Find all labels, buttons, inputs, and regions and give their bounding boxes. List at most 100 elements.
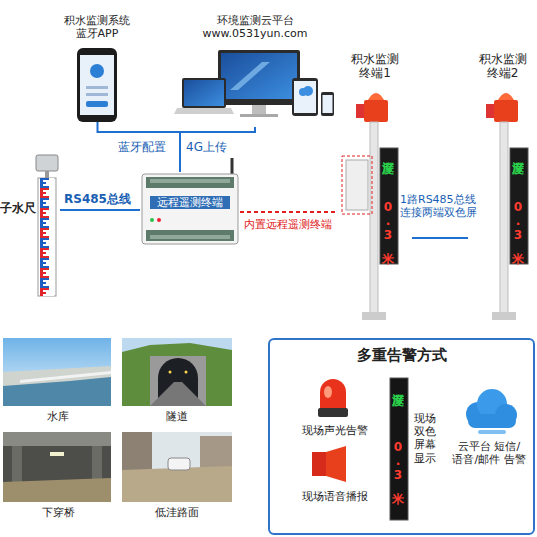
cloud-icon <box>478 430 506 434</box>
flooded-road-photo <box>122 432 232 502</box>
cloud-icon <box>468 414 516 428</box>
cloud-devices-illustration <box>230 62 270 90</box>
monitor-terminal-node: 积水监测 终端1 <box>338 52 412 324</box>
terminal-pole-illustration <box>342 93 398 320</box>
alarm-method-box: 现场语音播报 <box>290 444 380 506</box>
speaker-icon <box>312 446 346 482</box>
node-text: 下穿桥 <box>3 506 113 519</box>
cloud-devices-illustration <box>221 53 297 99</box>
node-text: 积水监测 终端1 <box>338 52 412 81</box>
cloud-devices-illustration <box>303 86 313 96</box>
phone-illustration <box>77 48 117 122</box>
edge-label: 4G上传 <box>186 140 242 154</box>
terminal-pole-illustration <box>492 312 516 320</box>
node-text: 子水尺 <box>0 201 36 215</box>
phone-illustration <box>77 48 117 122</box>
edge-label: 蓝牙配置 <box>118 140 178 154</box>
tunnel-photo <box>122 343 232 406</box>
monitor-terminal-node: 积水监测 终端2 <box>468 52 537 324</box>
flooded-road-photo <box>122 432 232 502</box>
terminal-pole-illustration <box>380 148 398 264</box>
water-gauge-illustration <box>40 178 54 296</box>
connector-line <box>60 209 140 211</box>
led-screen-icon <box>390 378 408 520</box>
node-text: 现场声光告警 <box>290 424 380 437</box>
flooded-road-photo <box>168 458 190 470</box>
terminal-pole-illustration <box>362 312 386 320</box>
cloud-devices-illustration <box>323 95 333 113</box>
water-gauge-illustration <box>36 155 58 296</box>
edge-label: RS485总线 <box>64 192 140 206</box>
phone-illustration <box>86 93 108 96</box>
led-screen-icon <box>390 378 408 520</box>
terminal-pole-illustration <box>498 93 514 100</box>
reservoir-photo <box>3 338 111 406</box>
terminal-pole-illustration <box>346 160 368 210</box>
terminal-pole-illustration <box>342 156 372 214</box>
screen-reading: 0.3米 <box>382 200 394 242</box>
beacon-icon <box>318 379 348 417</box>
phone-illustration <box>86 86 108 89</box>
alarm-method-box: 现场声光告警 <box>290 378 380 440</box>
connector-line <box>98 122 181 172</box>
scene-photo-node: 下穿桥 <box>3 432 113 524</box>
node-text: 积水监测 终端2 <box>468 52 537 81</box>
speaker-icon <box>312 452 326 476</box>
tunnel-photo <box>122 338 232 406</box>
connector-line <box>180 127 255 172</box>
connector-line <box>240 211 338 213</box>
node-text: 环境监测云平台 www.0531yun.com <box>195 14 315 40</box>
edge-label: 1路RS485总线 连接两端双色屏 <box>400 193 484 219</box>
telemetry-unit-illustration <box>146 177 234 188</box>
telemetry-unit-illustration <box>146 230 234 241</box>
beacon-icon <box>318 408 348 417</box>
underpass-photo <box>12 446 22 486</box>
telemetry-unit-illustration <box>150 218 154 222</box>
cloud-devices-illustration <box>174 108 234 114</box>
screen-reading: 0.3米 <box>392 440 404 482</box>
cloud-devices-illustration <box>218 50 300 105</box>
tunnel-photo <box>122 338 232 406</box>
cloud-devices-illustration <box>182 78 226 108</box>
cloud-icon <box>466 389 517 434</box>
screen-reading: 0.3米 <box>512 200 524 242</box>
node-text: 水库 <box>3 410 113 423</box>
flooded-road-photo <box>122 432 152 472</box>
tunnel-photo <box>169 371 172 374</box>
node-text: 多重告警方式 <box>270 346 533 364</box>
telemetry-unit-illustration <box>150 235 230 239</box>
telemetry-unit-illustration <box>142 158 238 244</box>
reservoir-photo <box>3 377 111 406</box>
node-text: 隧道 <box>122 410 232 423</box>
app-node: 积水监测系统 蓝牙APP <box>50 14 145 122</box>
node-text: 云平台 短信/语音/邮件 告警 <box>446 440 532 466</box>
phone-illustration <box>86 101 108 107</box>
scene-photo-node: 低洼路面 <box>122 432 232 524</box>
edge-label: 内置远程遥测终端 <box>244 218 340 231</box>
terminal-pole-illustration <box>510 148 528 264</box>
node-text: 现场语音播报 <box>290 490 380 503</box>
terminal-pole-illustration <box>368 93 384 100</box>
telemetry-unit-illustration <box>150 179 230 183</box>
underpass-photo <box>3 432 111 502</box>
reservoir-photo <box>3 338 111 406</box>
tunnel-photo <box>185 371 188 374</box>
cloud-devices-illustration <box>240 114 278 117</box>
tunnel-photo <box>150 382 206 406</box>
underpass-photo <box>3 432 111 502</box>
beacon-icon <box>320 379 346 408</box>
telemetry-unit-illustration <box>157 218 161 222</box>
telemetry-unit-node: 远程遥测终端 <box>140 172 240 245</box>
tunnel-photo <box>150 356 206 406</box>
cloud-devices-illustration <box>294 81 316 113</box>
beacon-icon <box>324 386 332 398</box>
node-text: 低洼路面 <box>122 506 232 519</box>
speaker-icon <box>326 446 346 482</box>
node-text: 积水监测系统 蓝牙APP <box>57 14 137 40</box>
cloud-devices-illustration <box>321 92 334 116</box>
connector-line <box>412 237 468 239</box>
node-text: 远程遥测终端 <box>150 196 230 209</box>
scene-photo-node: 水库 <box>3 338 113 426</box>
